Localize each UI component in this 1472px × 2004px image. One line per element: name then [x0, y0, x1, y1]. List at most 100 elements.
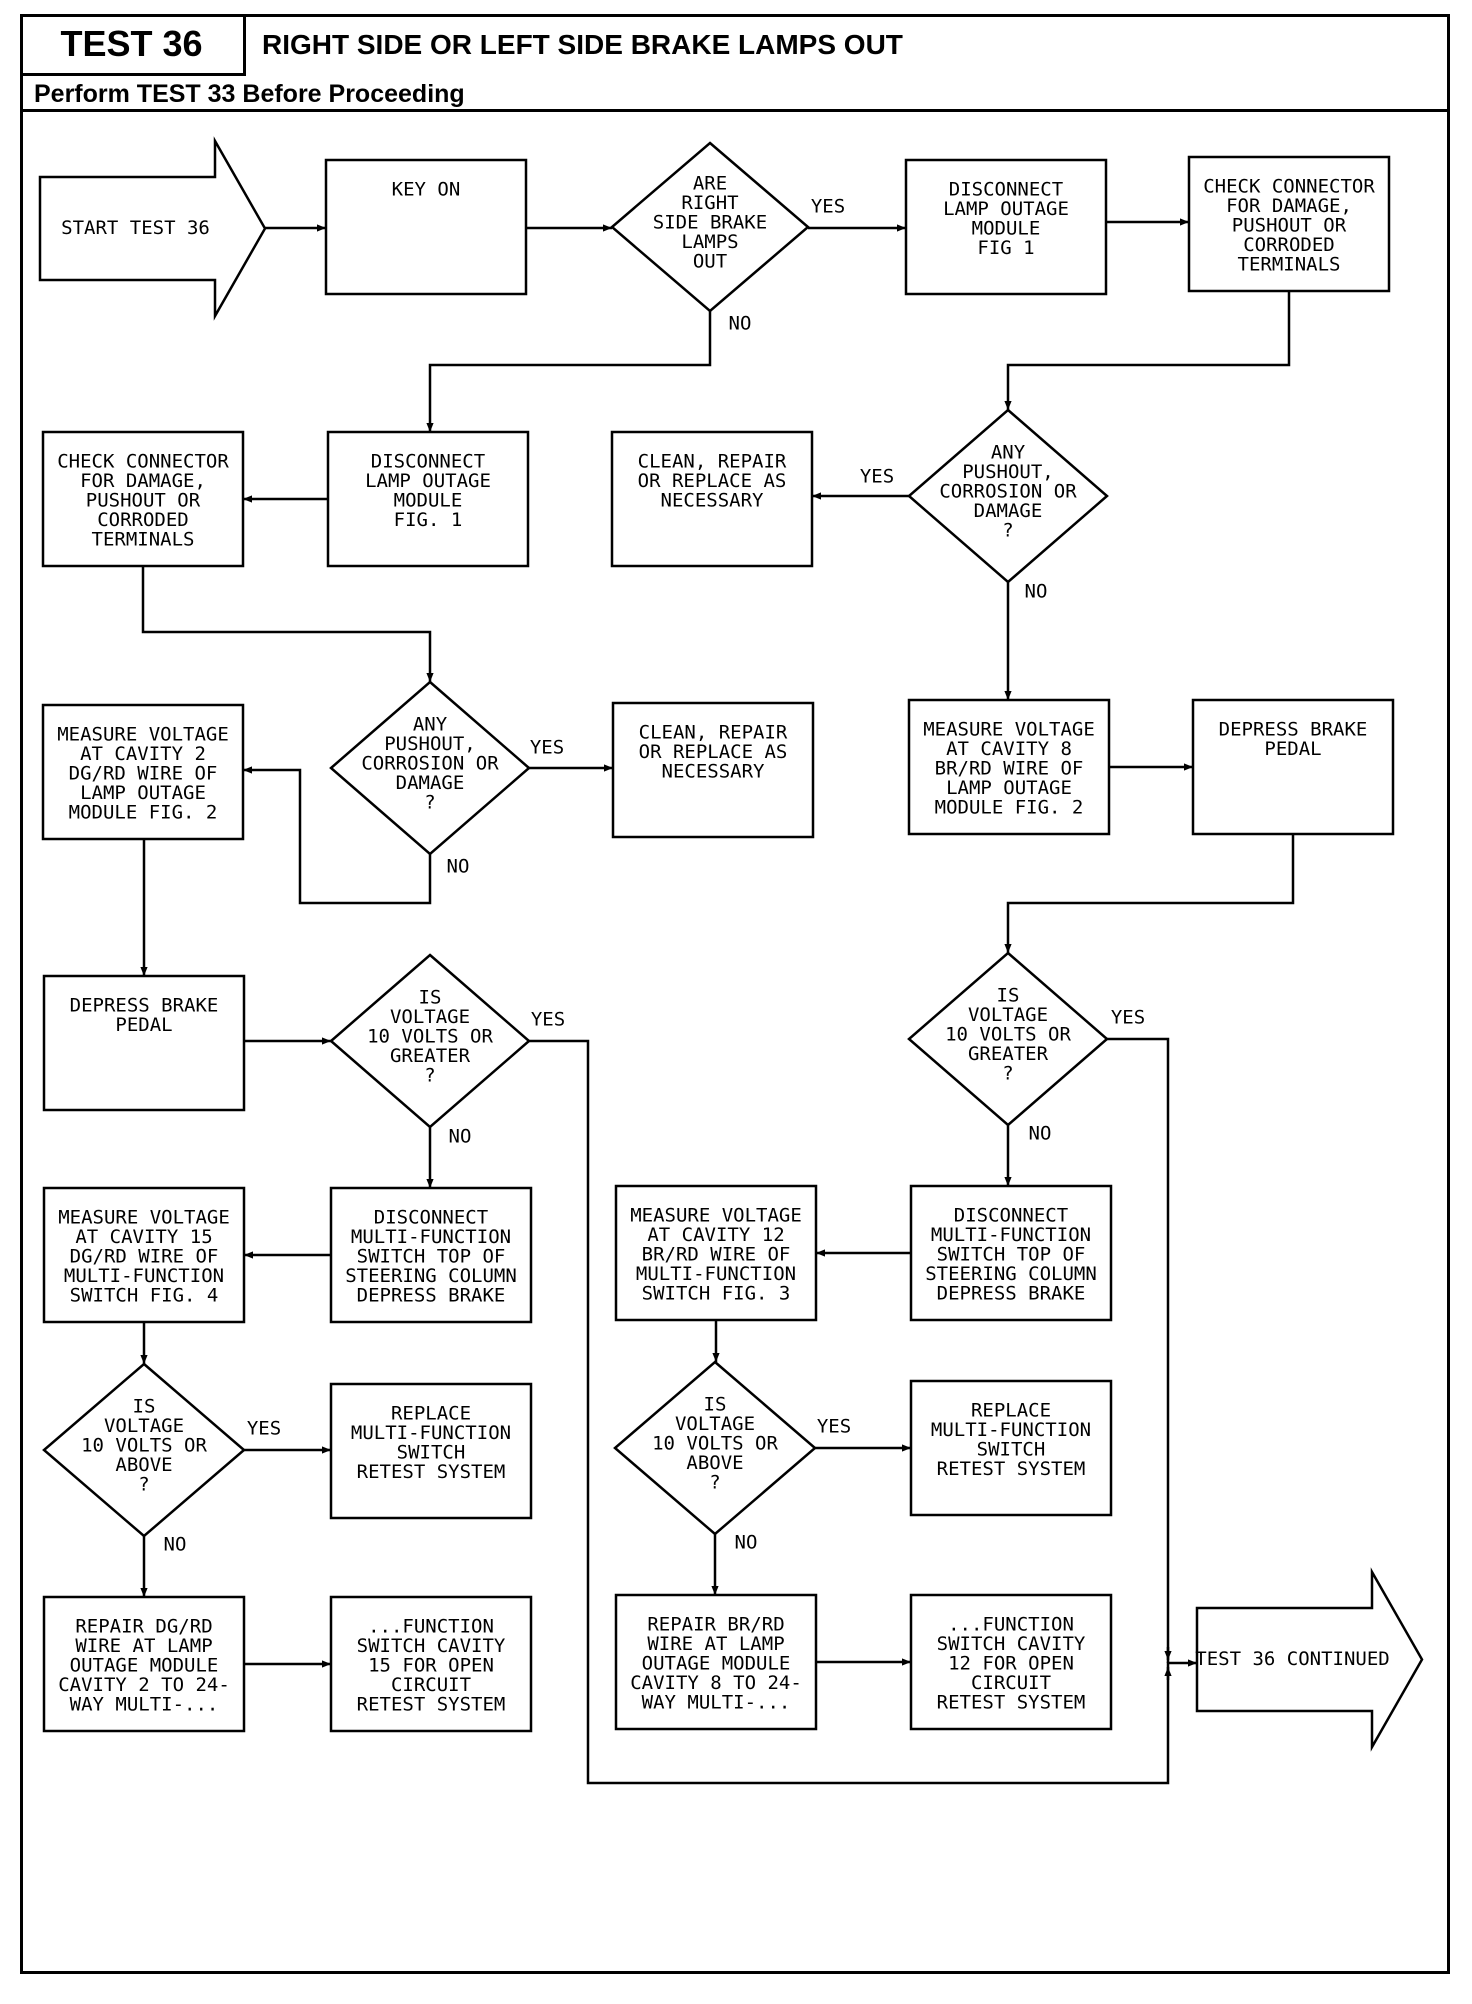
edge-label: YES: [860, 466, 894, 488]
node-text-line: ?: [424, 1065, 435, 1087]
edge-label: YES: [531, 1009, 565, 1031]
process-box: [904, 158, 1108, 296]
node-text-line: CORROSION OR: [939, 481, 1077, 503]
node-text-line: OUTAGE MODULE: [70, 1654, 219, 1676]
node-text-line: VOLTAGE: [390, 1006, 470, 1028]
node-text-line: CLEAN, REPAIR: [639, 721, 788, 743]
node-text-line: CIRCUIT: [971, 1672, 1051, 1694]
node-text-line: START TEST 36: [61, 217, 210, 239]
flow-arrow: [1004, 291, 1291, 410]
node-text-line: REPLACE: [971, 1399, 1051, 1421]
test-title: RIGHT SIDE OR LEFT SIDE BRAKE LAMPS OUT: [262, 29, 903, 60]
process-box: [909, 1379, 1113, 1517]
page-frame: [20, 14, 1450, 1974]
process-box: [907, 698, 1111, 836]
node-text-line: DAMAGE: [974, 500, 1043, 522]
node-text-line: PEDAL: [1264, 738, 1321, 760]
node-text-line: CHECK CONNECTOR: [1203, 175, 1375, 197]
node-text-line: ?: [1002, 520, 1013, 542]
node-text-line: CIRCUIT: [391, 1674, 471, 1696]
node-text-line: VOLTAGE: [104, 1415, 184, 1437]
edge-label: NO: [164, 1534, 187, 1556]
edge-label: NO: [729, 313, 752, 335]
node-text-line: MULTI-FUNCTION: [351, 1226, 511, 1248]
node-text-line: CHECK CONNECTOR: [57, 450, 229, 472]
node-text-line: ...FUNCTION: [948, 1613, 1074, 1635]
decision-diamond: [610, 141, 810, 313]
node-text-line: CORRODED: [1243, 234, 1335, 256]
edge-label: YES: [817, 1416, 851, 1438]
flowchart-edges: [140, 218, 1295, 1785]
decision-diamond: [329, 680, 531, 856]
node-text-line: GREATER: [968, 1043, 1049, 1065]
decision-diamond: [42, 1362, 246, 1538]
node-text-line: DEPRESS BRAKE: [937, 1282, 1086, 1304]
node-text-line: BR/RD WIRE OF: [935, 757, 1084, 779]
node-text-line: 10 VOLTS OR: [81, 1435, 207, 1457]
node-text-line: REPLACE: [391, 1402, 471, 1424]
node-text-line: KEY ON: [392, 178, 461, 200]
node-text-line: REPAIR BR/RD: [647, 1613, 784, 1635]
process-box: [42, 974, 246, 1112]
process-box: [326, 430, 530, 568]
process-box: [1187, 155, 1391, 293]
node-text-line: MODULE: [972, 217, 1041, 239]
flow-arrow: [1004, 834, 1295, 953]
edge-label: NO: [735, 1532, 758, 1554]
node-text-line: SWITCH CAVITY: [357, 1635, 506, 1657]
node-text-line: STEERING COLUMN: [925, 1263, 1097, 1285]
node-text-line: DISCONNECT: [374, 1206, 488, 1228]
node-text-line: IS: [704, 1394, 727, 1416]
node-text-line: MODULE FIG. 2: [69, 801, 218, 823]
node-text-line: MEASURE VOLTAGE: [57, 723, 229, 745]
node-text-line: DG/RD WIRE OF: [70, 1245, 219, 1267]
node-text-line: ?: [424, 792, 435, 814]
edge-label: NO: [1029, 1123, 1052, 1145]
node-text-line: MULTI-FUNCTION: [351, 1422, 511, 1444]
node-text-line: REPAIR DG/RD: [75, 1615, 212, 1637]
node-text-line: TERMINALS: [92, 528, 195, 550]
node-text-line: AT CAVITY 12: [647, 1224, 784, 1246]
node-text-line: RETEST SYSTEM: [937, 1691, 1086, 1713]
node-text-line: ?: [709, 1472, 720, 1494]
test-number: TEST 36: [20, 14, 246, 76]
node-text-line: GREATER: [390, 1045, 471, 1067]
node-text-line: SWITCH FIG. 3: [642, 1282, 791, 1304]
node-text-line: 10 VOLTS OR: [367, 1026, 493, 1048]
node-text-line: IS: [419, 987, 442, 1009]
node-text-line: OUT: [693, 251, 727, 273]
node-text-line: ...FUNCTION: [368, 1615, 494, 1637]
process-box: [909, 1593, 1113, 1731]
node-text-line: VOLTAGE: [968, 1004, 1048, 1026]
edge-label: YES: [530, 737, 564, 759]
flow-arrow: [529, 1039, 1197, 1785]
node-text-line: FIG 1: [977, 237, 1034, 259]
node-text-line: MODULE: [394, 489, 463, 511]
node-text-line: PEDAL: [115, 1014, 172, 1036]
node-text-line: FOR DAMAGE,: [80, 470, 206, 492]
node-text-line: MULTI-FUNCTION: [64, 1265, 224, 1287]
edge-label: NO: [1025, 581, 1048, 603]
decision-diamond: [329, 953, 531, 1129]
node-text-line: RETEST SYSTEM: [357, 1461, 506, 1483]
node-text-line: NECESSARY: [662, 760, 766, 782]
process-box: [41, 703, 245, 841]
node-text-line: SWITCH: [397, 1441, 466, 1463]
